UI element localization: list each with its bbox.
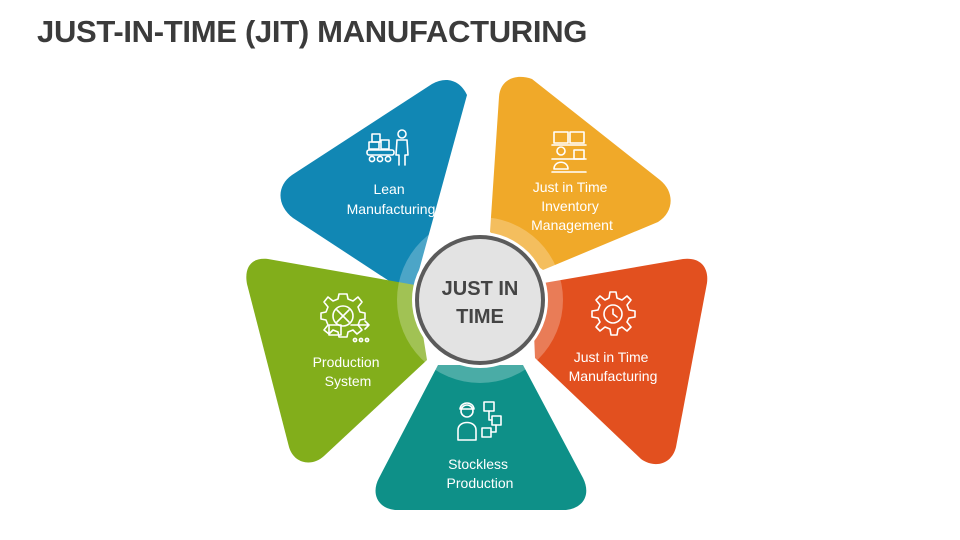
segment-production-system[interactable]: Production System xyxy=(246,258,427,463)
petal-shape xyxy=(280,79,467,297)
petal-shape xyxy=(246,258,427,463)
label-line: Inventory xyxy=(541,198,599,214)
page-title: JUST-IN-TIME (JIT) MANUFACTURING xyxy=(37,14,588,49)
center-circle xyxy=(415,235,545,365)
segment-jit-inventory-management[interactable]: Just in Time Inventory Management xyxy=(490,76,671,271)
segment-jit-manufacturing[interactable]: Just in Time Manufacturing xyxy=(532,258,708,465)
inventory-worker-boxes-icon xyxy=(551,131,587,173)
label-line: Production xyxy=(447,475,514,491)
center-label-line-1: JUST IN xyxy=(442,278,519,300)
center-label-line-2: TIME xyxy=(456,306,504,328)
label-line: Just in Time xyxy=(533,179,608,195)
center-hub: JUST IN TIME xyxy=(397,217,563,383)
label-line: Manufacturing xyxy=(347,201,436,217)
segment-stockless-production[interactable]: Stockless Production xyxy=(375,365,587,510)
segment-label: Stockless Production xyxy=(447,456,514,491)
petal-shape xyxy=(532,258,708,465)
petal-shape xyxy=(375,365,587,510)
segment-label: Lean Manufacturing xyxy=(347,181,436,217)
label-line: Management xyxy=(531,217,613,233)
worker-flowchart-icon xyxy=(457,401,502,441)
segment-label: Just in Time Inventory Management xyxy=(531,179,613,233)
label-line: Production xyxy=(313,354,380,370)
gear-production-icon xyxy=(320,293,370,343)
petal-shape xyxy=(490,76,671,271)
label-line: Lean xyxy=(373,181,404,197)
label-line: Manufacturing xyxy=(569,368,658,384)
segment-label: Production System xyxy=(313,354,384,389)
gear-clock-icon xyxy=(591,291,636,336)
label-line: System xyxy=(325,373,372,389)
segment-label: Just in Time Manufacturing xyxy=(569,349,658,384)
label-line: Just in Time xyxy=(574,349,649,365)
label-line: Stockless xyxy=(448,456,508,472)
segment-lean-manufacturing[interactable]: Lean Manufacturing xyxy=(280,79,467,297)
lean-worker-conveyor-icon xyxy=(366,129,409,166)
